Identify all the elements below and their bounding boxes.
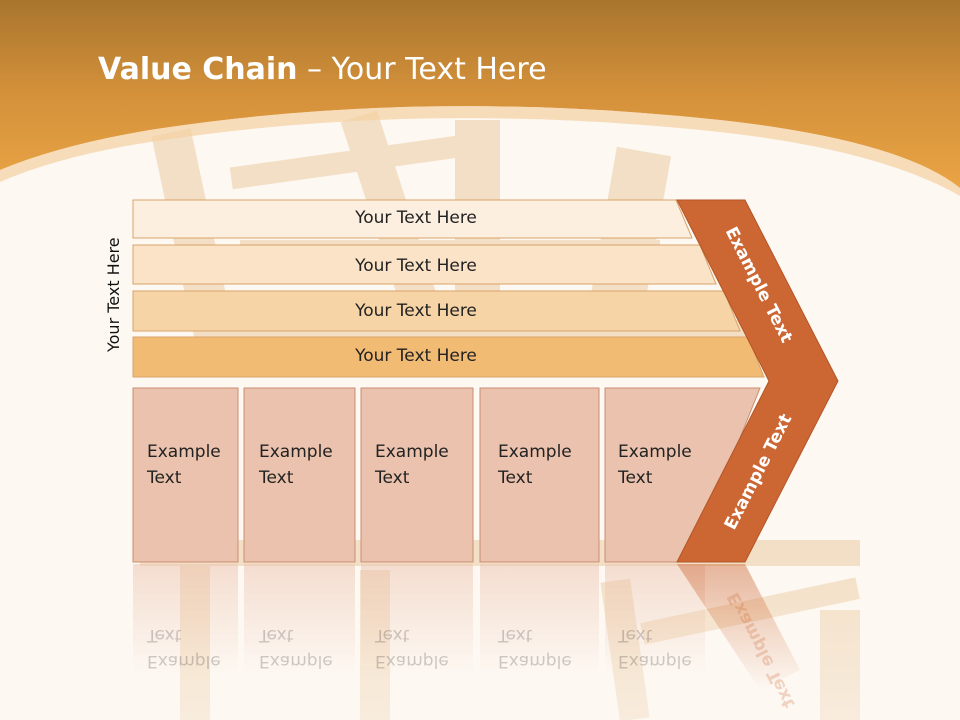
cell-4 — [479, 387, 600, 563]
reflection-text-1: Example Text — [147, 622, 221, 674]
reflection-text-3: Example Text — [375, 622, 449, 674]
reflection-text-1-line1: Example — [147, 651, 221, 671]
chevron-arrow — [676, 199, 839, 563]
cell-3 — [360, 387, 474, 563]
cell-text-2-line2: Text — [259, 468, 294, 488]
row-label-1: Your Text Here — [355, 208, 477, 228]
row-bar-1 — [132, 199, 693, 239]
reflection-text-1-line2: Text — [147, 625, 182, 645]
row-bar-3 — [132, 290, 741, 332]
cell-text-4-line1: Example — [498, 442, 572, 462]
reflection-text-2: Example Text — [259, 622, 333, 674]
title-bold: Value Chain — [98, 52, 298, 87]
reflection-text-3-line2: Text — [375, 625, 410, 645]
title-rest: – Your Text Here — [297, 52, 547, 87]
cell-text-3-line2: Text — [375, 468, 410, 488]
reflection-text-2-line2: Text — [259, 625, 294, 645]
reflection-text-5-line2: Text — [618, 625, 653, 645]
reflection-text-4-line2: Text — [498, 625, 533, 645]
row-bar-2 — [132, 244, 717, 285]
reflection-text-3-line1: Example — [375, 651, 449, 671]
cell-text-5-line2: Text — [618, 468, 653, 488]
reflection-text-2-line1: Example — [259, 651, 333, 671]
cell-1 — [132, 387, 239, 563]
reflection-text-4: Example Text — [498, 622, 572, 674]
cell-text-1-line2: Text — [147, 468, 182, 488]
reflection-text-5-line1: Example — [618, 651, 692, 671]
cell-text-4-line2: Text — [498, 468, 533, 488]
cell-text-2-line1: Example — [259, 442, 333, 462]
row-label-2: Your Text Here — [355, 256, 477, 276]
cell-2 — [243, 387, 356, 563]
row-label-3: Your Text Here — [355, 301, 477, 321]
header-banner — [0, 0, 960, 188]
side-label: Your Text Here — [104, 237, 123, 352]
row-label-4: Your Text Here — [355, 346, 477, 366]
cell-text-5-line1: Example — [618, 442, 692, 462]
row-bar-4 — [132, 336, 765, 378]
cell-text-3-line1: Example — [375, 442, 449, 462]
slide-title: Value Chain – Your Text Here — [98, 52, 547, 87]
reflection-text-5: Example Text — [618, 622, 692, 674]
reflection — [133, 564, 800, 690]
cell-text-1-line1: Example — [147, 442, 221, 462]
reflection-text-4-line1: Example — [498, 651, 572, 671]
